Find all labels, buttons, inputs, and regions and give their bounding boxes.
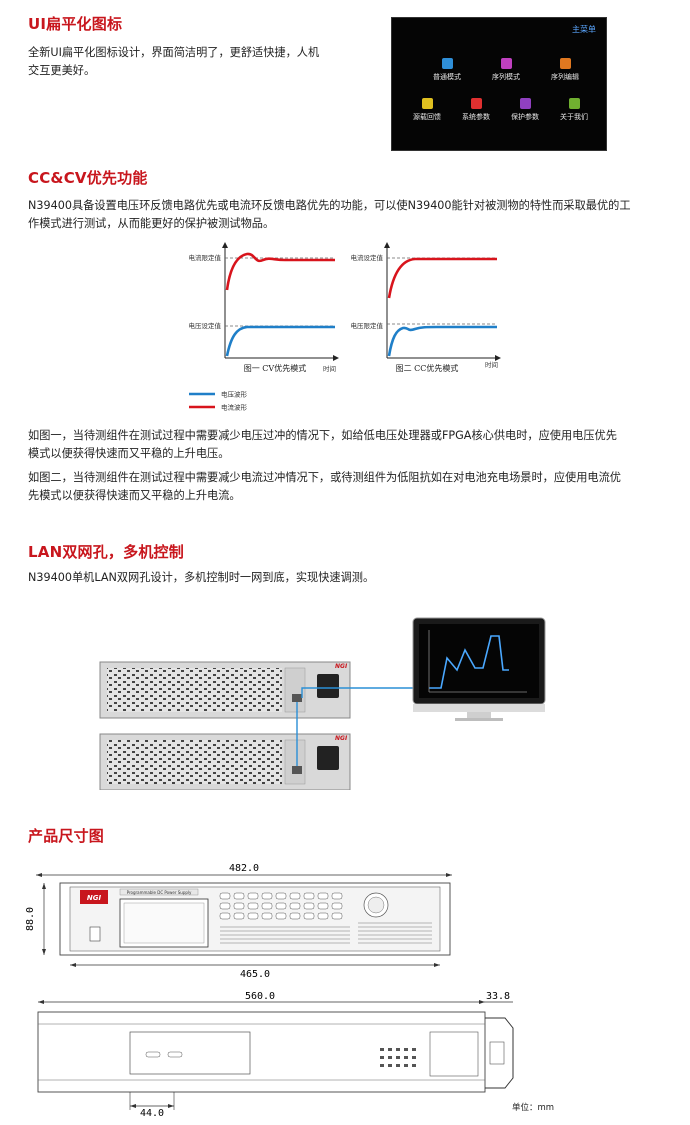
ui-text-line2: 交互更美好。 [28,64,96,77]
info-icon [568,98,580,109]
figure-1-cv-priority: 电流限定值 电压设定值 时间 图一 CV优先模式 [189,242,339,373]
front-view-drawing: 482.0 NGI Programmable DC Power Supply 8… [25,863,452,980]
power-switch [89,926,101,942]
figure-2-caption: 图二 CC优先模式 [396,363,459,373]
unit-1-brand: NGI [335,663,348,670]
ui-heading: UI扁平化图标 [28,15,123,33]
menu-item-source-feedback[interactable]: 源载回馈 [398,98,456,122]
cccv-para1-line2: 模式以便获得快速而又平稳的上升电压。 [28,447,230,460]
figure-2-voltage-curve [387,325,497,357]
menu-item-protection-params[interactable]: 保护参数 [496,98,554,122]
legend-voltage: 电压波形 [221,390,248,399]
lan-text: N39400单机LAN双网孔设计，多机控制时一网到底，实现快速调测。 [28,571,375,584]
dim-depth: 560.0 [245,991,275,1002]
ui-text-line1: 全新UI扁平化图标设计，界面简洁明了，更舒适快捷，人机 [28,46,320,59]
sequence-icon [500,58,512,69]
figure-1-time-label: 时间 [323,364,336,373]
dim-height: 88.0 [25,907,36,931]
lan-cable-pc [301,687,413,698]
dim-handle: 44.0 [140,1108,164,1119]
unit-2-brand: NGI [335,735,348,742]
cccv-para2-line2: 先模式以便获得快速而又平稳的上升电流。 [28,489,241,502]
menu-item-label: 源载回馈 [413,113,441,121]
menu-item-label: 系统参数 [462,113,490,121]
menu-item-label: 序列编辑 [551,73,579,81]
menu-item-about-us[interactable]: 关于我们 [545,98,603,122]
cccv-text-line2: 作模式进行测试，从而能更好的保护被测试物品。 [28,217,275,230]
menu-item-sequence-edit[interactable]: 序列编辑 [536,58,594,82]
figure-2-bottom-label: 电压限定值 [351,321,384,330]
side-view-drawing: 560.0 33.8 44.0 单位：mm [37,991,554,1119]
menu-title: 主菜单 [572,25,596,34]
dim-rear: 33.8 [486,991,510,1002]
figure-2-time-label: 时间 [485,360,498,369]
gear-icon [470,98,482,109]
lan-diagram: NGI NGI [99,617,546,790]
dim-width-body: 465.0 [240,969,270,980]
computer-monitor [412,617,546,721]
power-supply-unit-2: NGI [99,733,351,790]
menu-item-system-params[interactable]: 系统参数 [447,98,505,122]
figure-2-top-label: 电流设定值 [351,253,384,262]
power-supply-unit-1: NGI [99,661,351,719]
cccv-text-line1: N39400具备设置电压环反馈电路优先或电流环反馈电路优先的功能，可以使N394… [28,199,631,212]
figure-1-voltage-curve [225,325,335,357]
figure-2-current-curve [387,257,497,299]
chart-legend: 电压波形 电流波形 [189,390,248,412]
dim-width-total: 482.0 [229,863,259,874]
front-model-label: Programmable DC Power Supply [127,890,192,895]
menu-item-sequence-mode[interactable]: 序列模式 [477,58,535,82]
figure-1-caption: 图一 CV优先模式 [244,363,306,373]
figure-2-cc-priority: 电流设定值 电压限定值 时间 图二 CC优先模式 [351,242,501,373]
power-icon [441,58,453,69]
menu-item-label: 普通模式 [433,73,461,81]
cccv-para1-line1: 如图一，当待测组件在测试过程中需要减少电压过冲的情况下，如给低电压处理器或FPG… [28,429,617,442]
main-menu-screen: 主菜单 普通模式 序列模式 序列编辑 源载回馈 系统参数 保护参数 关于我们 [391,17,607,151]
figure-1-top-label: 电流限定值 [189,253,222,262]
dims-heading: 产品尺寸图 [28,827,105,845]
menu-item-label: 序列模式 [492,73,520,81]
cccv-charts: 电流限定值 电压设定值 时间 图一 CV优先模式 电流设定值 电压限定值 时间 … [189,242,501,412]
menu-item-label: 保护参数 [511,113,539,121]
front-brand: NGI [87,894,102,902]
cccv-para2-line1: 如图二，当待测组件在测试过程中需要减少电流过冲情况下，或待测组件为低阻抗如在对电… [28,471,621,484]
edit-icon [559,58,571,69]
figure-1-current-curve [225,252,335,291]
menu-item-label: 关于我们 [560,113,588,121]
unit-label: 单位：mm [512,1102,554,1113]
menu-item-normal-mode[interactable]: 普通模式 [418,58,476,82]
shield-icon [519,98,531,109]
cccv-heading: CC&CV优先功能 [28,169,148,187]
figure-1-bottom-label: 电压设定值 [189,321,222,330]
feedback-icon [421,98,433,109]
lan-heading: LAN双网孔，多机控制 [28,543,184,561]
legend-current: 电流波形 [221,403,248,412]
